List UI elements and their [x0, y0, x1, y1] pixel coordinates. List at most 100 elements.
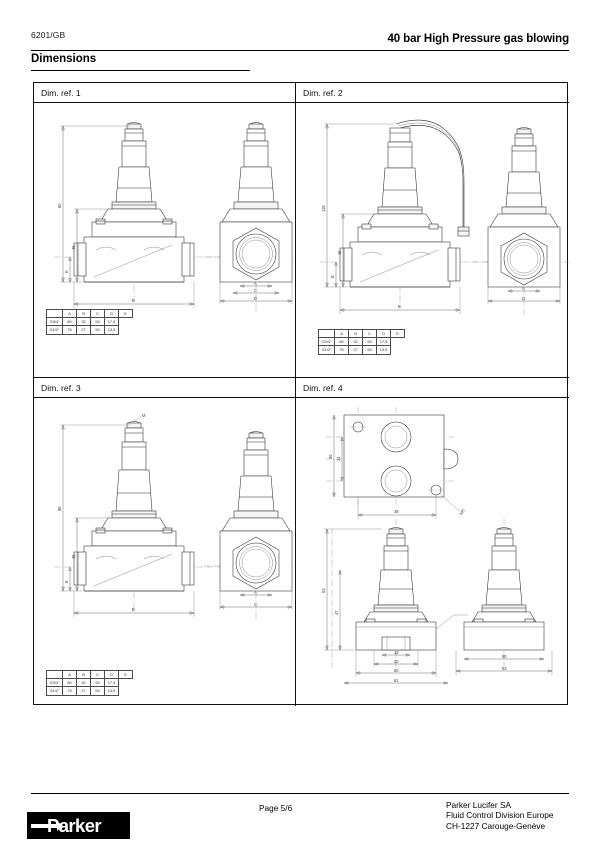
dim-label-M5: M5	[459, 507, 467, 515]
panel-dim-ref-3: Dim. ref. 3 M	[34, 378, 295, 706]
table-row: G1/2" 75 27 53 13,5	[318, 345, 405, 355]
dim-label-80: 80	[57, 203, 62, 208]
company-address: Parker Lucifer SA Fluid Control Division…	[446, 800, 553, 831]
dim-label-B: B	[132, 607, 135, 612]
cell-E: 13,5	[104, 325, 119, 335]
panel-3-dimension-table: A B C D E G3/4" 80 32 53 17,5 G1/2" 75 2…	[46, 669, 133, 696]
col-E: E	[390, 328, 405, 339]
panel-1-title-rule	[34, 102, 295, 103]
dim-label-20: 20	[394, 659, 399, 664]
cell-thread: G1/2"	[46, 325, 63, 335]
table-corner-cell	[46, 669, 63, 680]
dim-label-36: 36	[328, 454, 333, 459]
dim-label-47: 47	[334, 610, 339, 615]
col-D: D	[104, 308, 119, 319]
cell-B: 75	[62, 325, 77, 335]
dim-label-50: 50	[394, 668, 399, 673]
cell-D: 53	[362, 345, 377, 355]
cell-thread: G3/4"	[318, 337, 335, 347]
cell-C: 32	[348, 337, 363, 347]
dim-label-D: D	[254, 296, 257, 301]
panel-1-drawing: 80 45 E	[34, 102, 295, 377]
document-code: 6201/GB	[31, 30, 66, 40]
grid-horizontal-divider	[34, 377, 569, 378]
parker-logo-text: Parker	[47, 815, 102, 836]
panel-2-title-rule	[296, 102, 569, 103]
cell-D: 53	[90, 317, 105, 327]
panel-2-dimension-table: A B C D E G3/4" 80 32 53 17,5 G1/2" 75 2…	[318, 328, 405, 355]
col-C: C	[90, 308, 105, 319]
dim-label-A: A	[254, 281, 257, 286]
panel-4-title: Dim. ref. 4	[303, 383, 343, 393]
dim-label-A: A	[522, 286, 525, 291]
table-row: G1/2" 75 27 53 13,5	[46, 686, 133, 696]
table-corner-cell	[318, 328, 335, 339]
table-header-row: A B C D E	[46, 669, 133, 680]
col-E: E	[118, 669, 133, 680]
table-header-row: A B C D E	[318, 328, 405, 339]
cell-thread: G3/4"	[46, 678, 63, 688]
col-D: D	[104, 669, 119, 680]
dim-label-53: 53	[502, 666, 507, 671]
col-C: C	[362, 328, 377, 339]
cell-E: 13,5	[376, 345, 391, 355]
table-header-row: A B C D E	[46, 308, 133, 319]
panel-1-title: Dim. ref. 1	[41, 88, 81, 98]
cell-B: 75	[62, 686, 77, 696]
dim-label-38: 38	[394, 509, 399, 514]
cell-thread: G3/4"	[46, 317, 63, 327]
dim-label-45: 45	[71, 554, 76, 559]
dim-label-E: E	[330, 275, 335, 278]
dim-label-C: C	[254, 288, 257, 293]
col-A: A	[62, 669, 77, 680]
dimensions-grid: Dim. ref. 1	[33, 82, 569, 706]
cell-B: 80	[334, 337, 349, 347]
dim-label-B: B	[132, 298, 135, 303]
cell-D: 53	[90, 678, 105, 688]
dim-label-24: 24	[336, 456, 341, 461]
panel-4-drawing: M5 36 24 38	[296, 397, 569, 705]
cell-thread: G1/2"	[46, 686, 63, 696]
company-name: Parker Lucifer SA	[446, 800, 512, 810]
dim-label-13: 13	[394, 650, 399, 655]
table-row: G3/4" 80 32 53 17,5	[318, 337, 405, 347]
dim-label-96: 96	[57, 506, 62, 511]
dim-label-50-side: 50	[502, 654, 507, 659]
table-row: G3/4" 80 32 53 17,5	[46, 678, 133, 688]
col-C: C	[90, 669, 105, 680]
dim-label-C: C	[254, 602, 257, 607]
panel-dim-ref-4: Dim. ref. 4	[296, 378, 569, 706]
table-row: G3/4" 80 32 53 17,5	[46, 317, 133, 327]
dim-label-E: E	[64, 580, 69, 583]
cell-D: 53	[90, 686, 105, 696]
panel-3-title-rule	[34, 397, 295, 398]
dim-label-45: 45	[337, 250, 342, 255]
dim-label-E: E	[64, 270, 69, 273]
col-B: B	[348, 328, 363, 339]
document-title: 40 bar High Pressure gas blowing	[387, 33, 570, 45]
dim-label-63: 63	[321, 588, 326, 593]
header-divider	[31, 50, 569, 52]
panel-dim-ref-1: Dim. ref. 1	[34, 83, 295, 377]
footer-divider	[31, 793, 569, 795]
col-A: A	[334, 328, 349, 339]
cell-E: 13,5	[104, 686, 119, 696]
col-B: B	[76, 308, 91, 319]
panel-2-drawing: 118 45 E	[296, 102, 569, 377]
cell-C: 27	[76, 325, 91, 335]
dim-label-45: 45	[71, 245, 76, 250]
cell-D: 53	[362, 337, 377, 347]
dim-label-A: A	[254, 590, 257, 595]
cell-B: 80	[62, 317, 77, 327]
col-D: D	[376, 328, 391, 339]
cell-C: 32	[76, 317, 91, 327]
dim-label-D: D	[522, 296, 525, 301]
dim-label-61: 61	[394, 678, 399, 683]
col-B: B	[76, 669, 91, 680]
panel-3-drawing: M	[34, 397, 295, 705]
cell-C: 32	[76, 678, 91, 688]
page-number: Page 5/6	[259, 803, 293, 813]
grid-vertical-divider	[295, 83, 296, 706]
cell-E: 17,5	[104, 678, 119, 688]
